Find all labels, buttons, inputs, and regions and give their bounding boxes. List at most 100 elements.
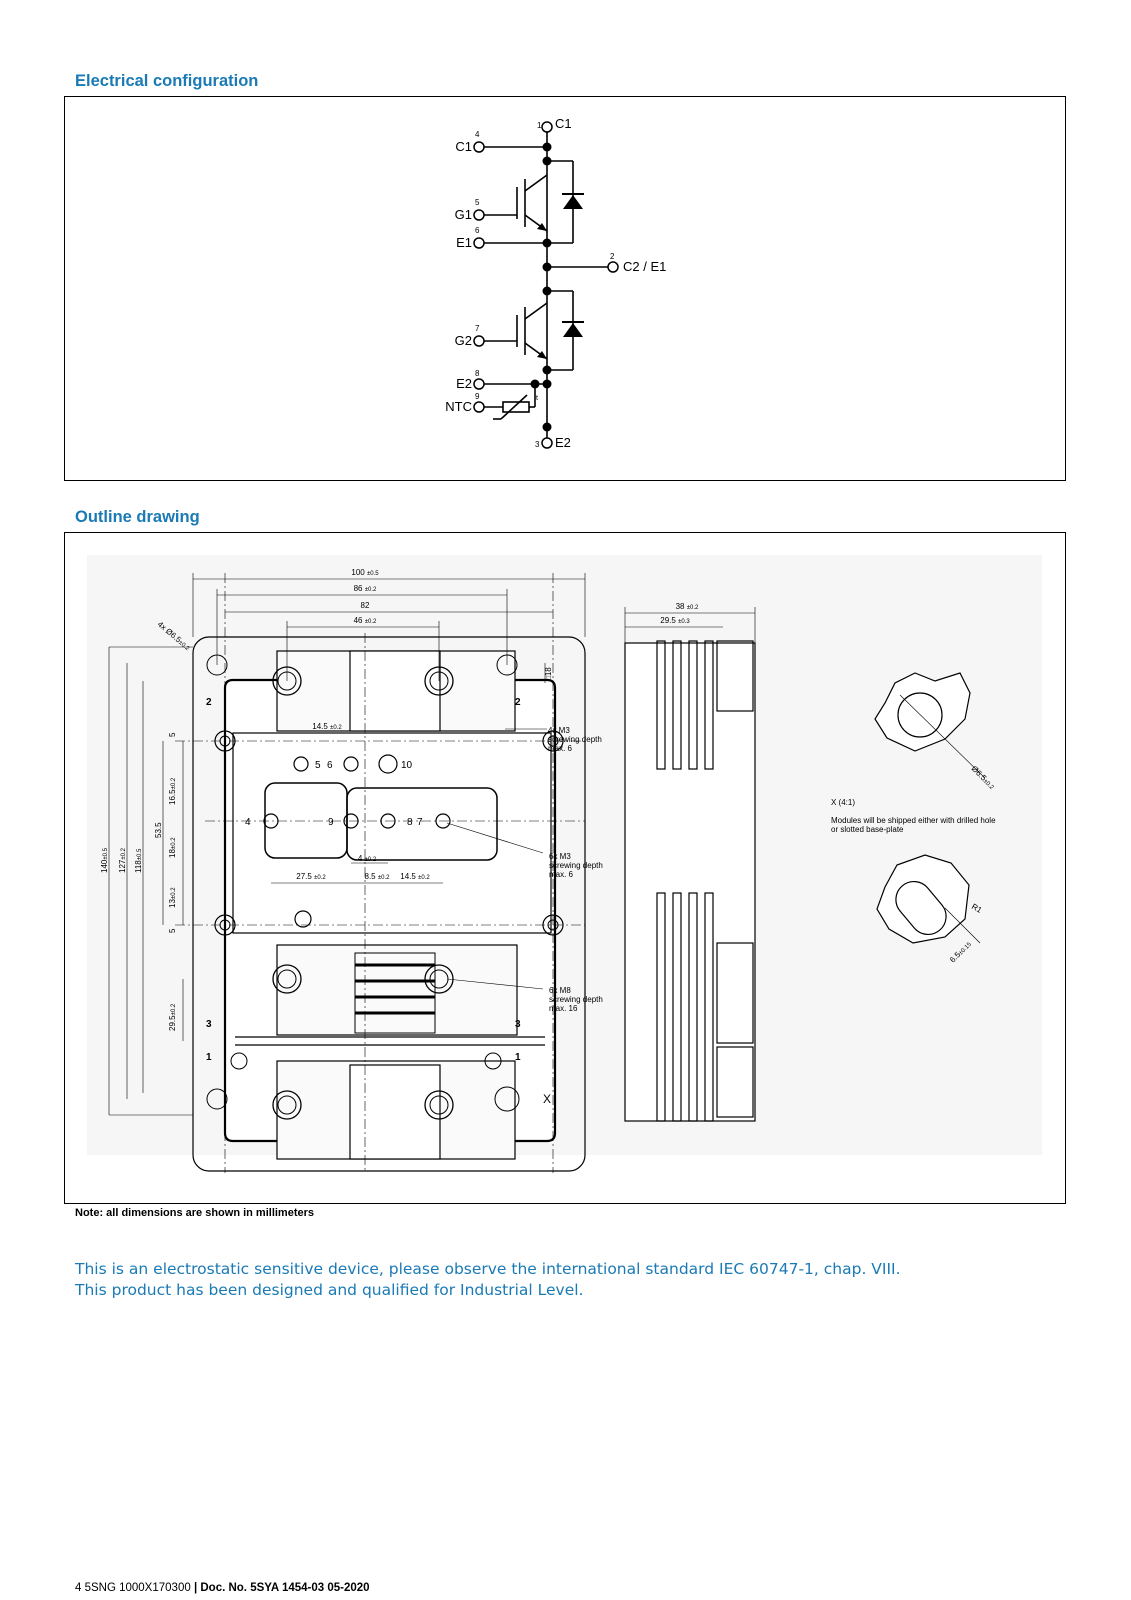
dim-8-5: 8.5 <box>365 872 377 881</box>
pin-4: 4 <box>245 817 251 828</box>
detail-note-2: or slotted base-plate <box>831 825 904 834</box>
outline-drawing: 100 ±0.5 86 ±0.2 82 46 ±0.2 4x Ø6.5±0.2 … <box>87 555 1042 1173</box>
dim-18: 18 <box>168 849 177 858</box>
terminal-5 <box>473 209 485 221</box>
outline-drawing-title: Outline drawing <box>75 508 200 526</box>
electrical-configuration-frame: 1 4 5 6 2 7 8 9 3 t C1 C1 G1 E1 C2 / E1 … <box>64 96 1066 481</box>
footer-product: 4 5SNG 1000X170300 <box>75 1582 191 1594</box>
terminal-num: 5 <box>475 198 480 207</box>
callout-m8-3: max. 16 <box>549 1004 578 1013</box>
terminal-1 <box>541 121 553 133</box>
outline-drawing-frame: 100 ±0.5 86 ±0.2 82 46 ±0.2 4x Ø6.5±0.2 … <box>64 532 1066 1204</box>
marker-x: X <box>543 1092 551 1106</box>
corner-label-3: 3 <box>206 1019 212 1030</box>
terminal-num: 8 <box>475 369 480 378</box>
detail-x-label: X (4:1) <box>831 798 855 807</box>
callout-m8-1: 6x M8 <box>549 986 571 995</box>
terminal-num: 4 <box>475 130 480 139</box>
svg-text:127±0.2: 127±0.2 <box>118 847 127 873</box>
half-bridge-schematic: 1 4 5 6 2 7 8 9 3 t C1 C1 G1 E1 C2 / E1 … <box>445 116 666 450</box>
svg-text:18±0.2: 18±0.2 <box>168 837 177 858</box>
footer-separator: | <box>193 1582 198 1594</box>
pin-8: 8 <box>407 817 413 828</box>
terminal-label: G1 <box>455 207 472 222</box>
dim-118: 118 <box>134 860 143 873</box>
terminal-label: C1 <box>455 139 472 154</box>
terminal-label: G2 <box>455 333 472 348</box>
terminal-label: C2 / E1 <box>623 259 666 274</box>
svg-text:8.5 ±0.2: 8.5 ±0.2 <box>365 872 391 881</box>
terminal-label: C1 <box>555 116 572 131</box>
dim-29-5-left: 29.5 <box>168 1015 177 1031</box>
terminal-8 <box>473 378 485 390</box>
corner-label-1: 1 <box>515 1052 521 1063</box>
terminal-label: E2 <box>555 435 571 450</box>
terminal-3 <box>541 437 553 449</box>
svg-text:29.5 ±0.3: 29.5 ±0.3 <box>660 616 690 625</box>
svg-text:46 ±0.2: 46 ±0.2 <box>354 616 377 625</box>
dim-82: 82 <box>361 601 370 610</box>
dim-5b: 5 <box>168 928 177 933</box>
callout-m3-mid-2: screwing depth <box>549 861 603 870</box>
qualification-notice: This product has been designed and quali… <box>75 1281 584 1299</box>
footer-doc: Doc. No. 5SYA 1454-03 05-2020 <box>200 1582 370 1594</box>
terminal-num: 1 <box>537 121 542 130</box>
dim-4: 4 <box>358 854 363 863</box>
svg-text:140±0.5: 140±0.5 <box>100 847 109 873</box>
dim-46: 46 <box>354 616 363 625</box>
terminal-4 <box>473 141 485 153</box>
callout-m3-top-3: max. 6 <box>548 744 573 753</box>
dim-5a: 5 <box>168 732 177 737</box>
pin-6: 6 <box>327 760 333 771</box>
dim-127: 127 <box>118 859 127 873</box>
detail-note-1: Modules will be shipped either with dril… <box>831 816 996 825</box>
svg-text:86 ±0.2: 86 ±0.2 <box>354 584 377 593</box>
pin-5: 5 <box>315 760 321 771</box>
terminal-num: 7 <box>475 324 480 333</box>
page-footer: 4 5SNG 1000X170300 | Doc. No. 5SYA 1454-… <box>75 1582 370 1594</box>
dim-86: 86 <box>354 584 363 593</box>
callout-m3-mid-3: max. 6 <box>549 870 574 879</box>
dim-27-5: 27.5 <box>296 872 312 881</box>
pin-10: 10 <box>401 760 413 771</box>
dim-100: 100 <box>351 568 365 577</box>
svg-text:27.5 ±0.2: 27.5 ±0.2 <box>296 872 326 881</box>
terminal-2 <box>607 261 619 273</box>
svg-text:14.5 ±0.2: 14.5 ±0.2 <box>312 722 342 731</box>
pin-9: 9 <box>328 817 334 828</box>
side-38: 38 <box>676 602 685 611</box>
corner-label-2: 2 <box>206 697 212 708</box>
svg-text:29.5±0.2: 29.5±0.2 <box>168 1003 177 1031</box>
svg-text:14.5 ±0.2: 14.5 ±0.2 <box>400 872 430 881</box>
corner-label-3: 3 <box>515 1019 521 1030</box>
svg-text:38 ±0.2: 38 ±0.2 <box>676 602 699 611</box>
callout-m3-top-1: 4x M3 <box>548 726 570 735</box>
terminal-label: E1 <box>456 235 472 250</box>
terminal-num: 2 <box>610 252 615 261</box>
svg-text:118±0.5: 118±0.5 <box>134 848 143 873</box>
svg-text:13±0.2: 13±0.2 <box>168 887 177 908</box>
pin-7: 7 <box>417 817 423 828</box>
terminal-num: 6 <box>475 226 480 235</box>
corner-label-1: 1 <box>206 1052 212 1063</box>
svg-text:4 ±0.2: 4 ±0.2 <box>358 854 377 863</box>
terminal-num: 3 <box>535 440 540 449</box>
terminal-6 <box>473 237 485 249</box>
callout-m3-top-2: screwing depth <box>548 735 602 744</box>
electrical-configuration-title: Electrical configuration <box>75 72 259 90</box>
esd-notice: This is an electrostatic sensitive devic… <box>75 1260 901 1278</box>
terminal-label: NTC <box>445 399 472 414</box>
terminal-label: E2 <box>456 376 472 391</box>
svg-text:100 ±0.5: 100 ±0.5 <box>351 568 379 577</box>
dim-14-5-top: 14.5 <box>312 722 328 731</box>
dim-53-5: 53.5 <box>154 822 163 838</box>
terminal-7 <box>473 335 485 347</box>
side-29-5: 29.5 <box>660 616 676 625</box>
callout-m3-mid-1: 6x M3 <box>549 852 571 861</box>
ntc-symbol: t <box>536 395 538 402</box>
dim-14-5-bottom: 14.5 <box>400 872 416 881</box>
terminal-num: 9 <box>475 392 480 401</box>
callout-m8-2: screwing depth <box>549 995 603 1004</box>
dim-140: 140 <box>100 859 109 873</box>
dimensions-note: Note: all dimensions are shown in millim… <box>75 1207 315 1219</box>
